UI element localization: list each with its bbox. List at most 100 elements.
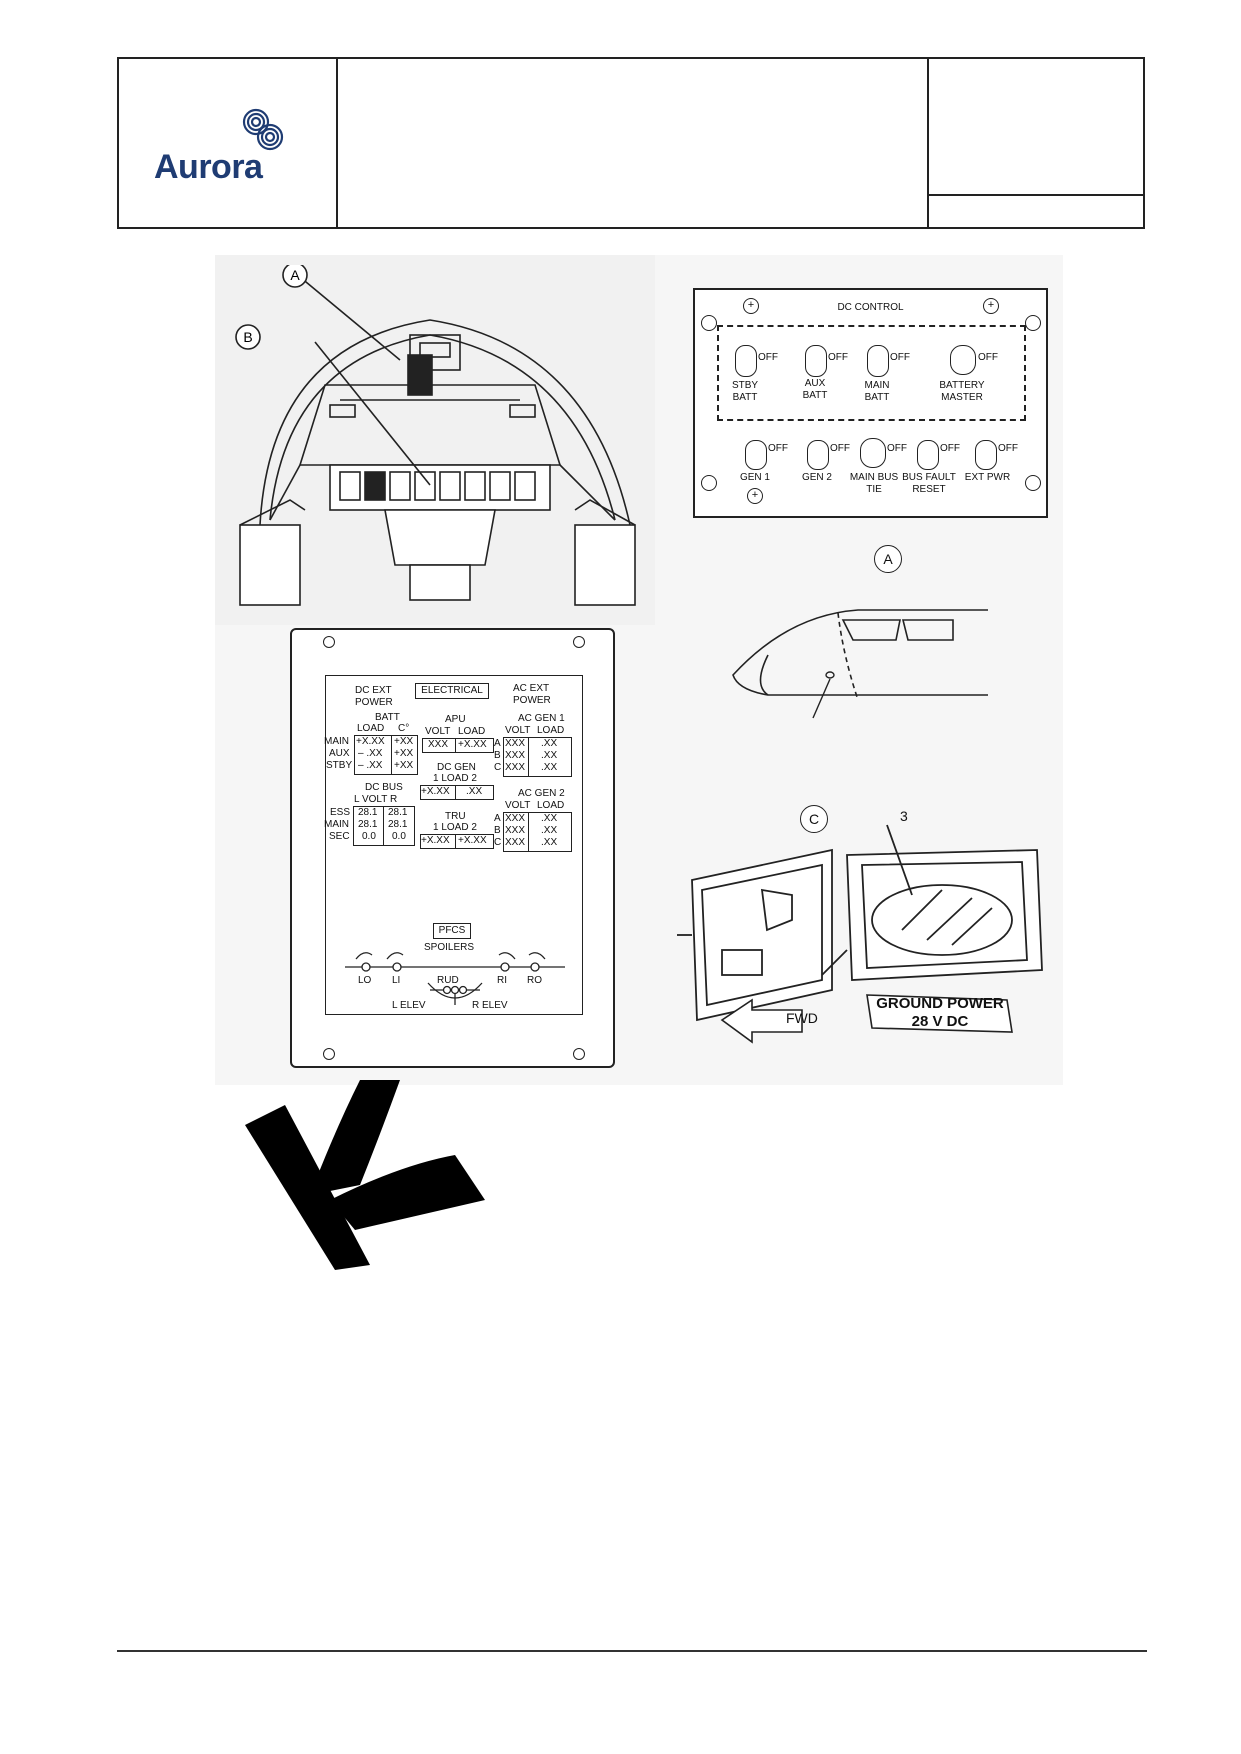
dc-control-inner-frame: [717, 325, 1026, 421]
screw-icon: [323, 1048, 335, 1060]
screw-icon: +: [983, 298, 999, 314]
apu-load: +X.XX: [458, 739, 487, 750]
apu-col-load: LOAD: [458, 726, 486, 737]
dc-bus-row-r: 28.1: [388, 819, 408, 830]
ac-gen1-col-load: LOAD: [537, 725, 565, 736]
switch-label: BATTERY: [939, 380, 985, 391]
cockpit-illustration: A B: [235, 265, 636, 606]
callout-b-cockpit: B: [235, 324, 261, 350]
ac-gen1-phase: B: [494, 750, 501, 761]
switch-label: GEN 1: [739, 472, 770, 483]
batt-table: [354, 735, 418, 775]
screw-icon: +: [743, 298, 759, 314]
switch-main-bus-tie[interactable]: [860, 438, 886, 468]
dc-bus-sub: L VOLT R: [354, 794, 398, 805]
ground-power-placard: [866, 994, 1013, 1033]
ground-power-voltage: 28 V DC: [911, 1013, 969, 1030]
switch-off-label: OFF: [887, 443, 907, 454]
ac-gen1-load: .XX: [541, 762, 558, 773]
dc-bus-row-r: 28.1: [388, 807, 408, 818]
switch-stby-batt[interactable]: [735, 345, 757, 377]
dc-gen-sub: 1 LOAD 2: [433, 773, 477, 784]
header-divider-1: [336, 57, 338, 229]
pfcs-label: PFCS: [433, 923, 471, 939]
tru-table: [420, 834, 494, 849]
switch-bus-fault-reset[interactable]: [917, 440, 939, 470]
batt-row-name: STBY: [326, 760, 353, 771]
callout-a-cockpit: A: [282, 265, 308, 288]
footer-rule: [117, 1650, 1147, 1652]
batt-row-temp: +XX: [394, 748, 414, 759]
batt-col-temp: C°: [398, 723, 410, 734]
ac-ext-power-label: AC EXT: [513, 683, 550, 694]
aurora-logo-mark: [242, 108, 284, 151]
l-elev-label: L ELEV: [392, 1000, 426, 1011]
ac-gen1-phase: C: [494, 762, 502, 773]
dc-gen-2: .XX: [466, 786, 483, 797]
fwd-label: FWD: [786, 1010, 818, 1026]
header-divider-2: [927, 57, 929, 229]
watermark-k: K: [240, 1075, 500, 1275]
switch-off-label: OFF: [940, 443, 960, 454]
switch-label: GEN 2: [801, 472, 832, 483]
surface-li-label: LI: [392, 975, 401, 986]
ac-gen1-volt: XXX: [505, 750, 526, 761]
ac-gen2-load: .XX: [541, 837, 558, 848]
batt-row-name: AUX: [329, 748, 350, 759]
ac-ext-power-label: POWER: [513, 695, 551, 706]
tru-1: +X.XX: [421, 835, 450, 846]
dc-control-panel: DC CONTROL + + OFF STBY BATT OFF AUX BAT…: [693, 288, 1048, 518]
dc-bus-row-name: SEC: [329, 831, 350, 842]
rud-label: RUD: [437, 975, 459, 986]
ac-gen2-volt: XXX: [505, 837, 526, 848]
switch-aux-batt[interactable]: [805, 345, 827, 377]
screw-icon: [701, 475, 717, 491]
switch-ext-pwr[interactable]: [975, 440, 997, 470]
switch-label: EXT PWR: [964, 472, 1011, 483]
switch-off-label: OFF: [830, 443, 850, 454]
ac-gen2-table: [503, 812, 572, 852]
ac-gen1-table-divider: [528, 737, 530, 776]
switch-label: MASTER: [941, 392, 983, 403]
tru-2: +X.XX: [458, 835, 487, 846]
ground-power-door-illustration: [677, 824, 1043, 1044]
callout-c: C: [800, 805, 828, 833]
batt-title: BATT: [375, 712, 400, 723]
switch-battery-master[interactable]: [950, 345, 976, 375]
switch-main-batt[interactable]: [867, 345, 889, 377]
batt-row-temp: +XX: [394, 760, 414, 771]
dc-bus-row-l: 28.1: [358, 819, 378, 830]
ac-gen2-phase: A: [494, 813, 501, 824]
ac-gen2-phase: B: [494, 825, 501, 836]
ac-gen2-load: .XX: [541, 825, 558, 836]
fwd-arrow-icon: [720, 998, 803, 1044]
batt-row-load: – .XX: [358, 748, 383, 759]
apu-table-divider: [455, 738, 457, 752]
header-divider-3: [927, 194, 1145, 196]
batt-table-divider: [391, 735, 393, 774]
switch-off-label: OFF: [758, 352, 778, 363]
switch-label: STBY: [731, 380, 759, 391]
switch-label: BUS FAULT: [902, 472, 956, 483]
ac-gen2-col-volt: VOLT: [505, 800, 531, 811]
ac-gen1-col-volt: VOLT: [505, 725, 531, 736]
ac-gen1-load: .XX: [541, 738, 558, 749]
screw-icon: [323, 636, 335, 648]
batt-row-load: – .XX: [358, 760, 383, 771]
ac-gen1-table: [503, 737, 572, 777]
dc-gen-table-divider: [455, 785, 457, 799]
switch-label: RESET: [912, 484, 946, 495]
switch-off-label: OFF: [890, 352, 910, 363]
display-screen: [325, 675, 583, 1015]
ac-gen2-col-load: LOAD: [537, 800, 565, 811]
logo-text: Aurora: [154, 148, 263, 186]
apu-volt: XXX: [428, 739, 449, 750]
switch-gen-1[interactable]: [745, 440, 767, 470]
tru-sub: 1 LOAD 2: [433, 822, 477, 833]
batt-row-load: +X.XX: [356, 736, 385, 747]
batt-row-temp: +XX: [394, 736, 414, 747]
callout-a-panel-text: A: [883, 551, 893, 567]
surface-ro-label: RO: [527, 975, 542, 986]
switch-gen-2[interactable]: [807, 440, 829, 470]
callout-b-text: B: [243, 329, 252, 345]
